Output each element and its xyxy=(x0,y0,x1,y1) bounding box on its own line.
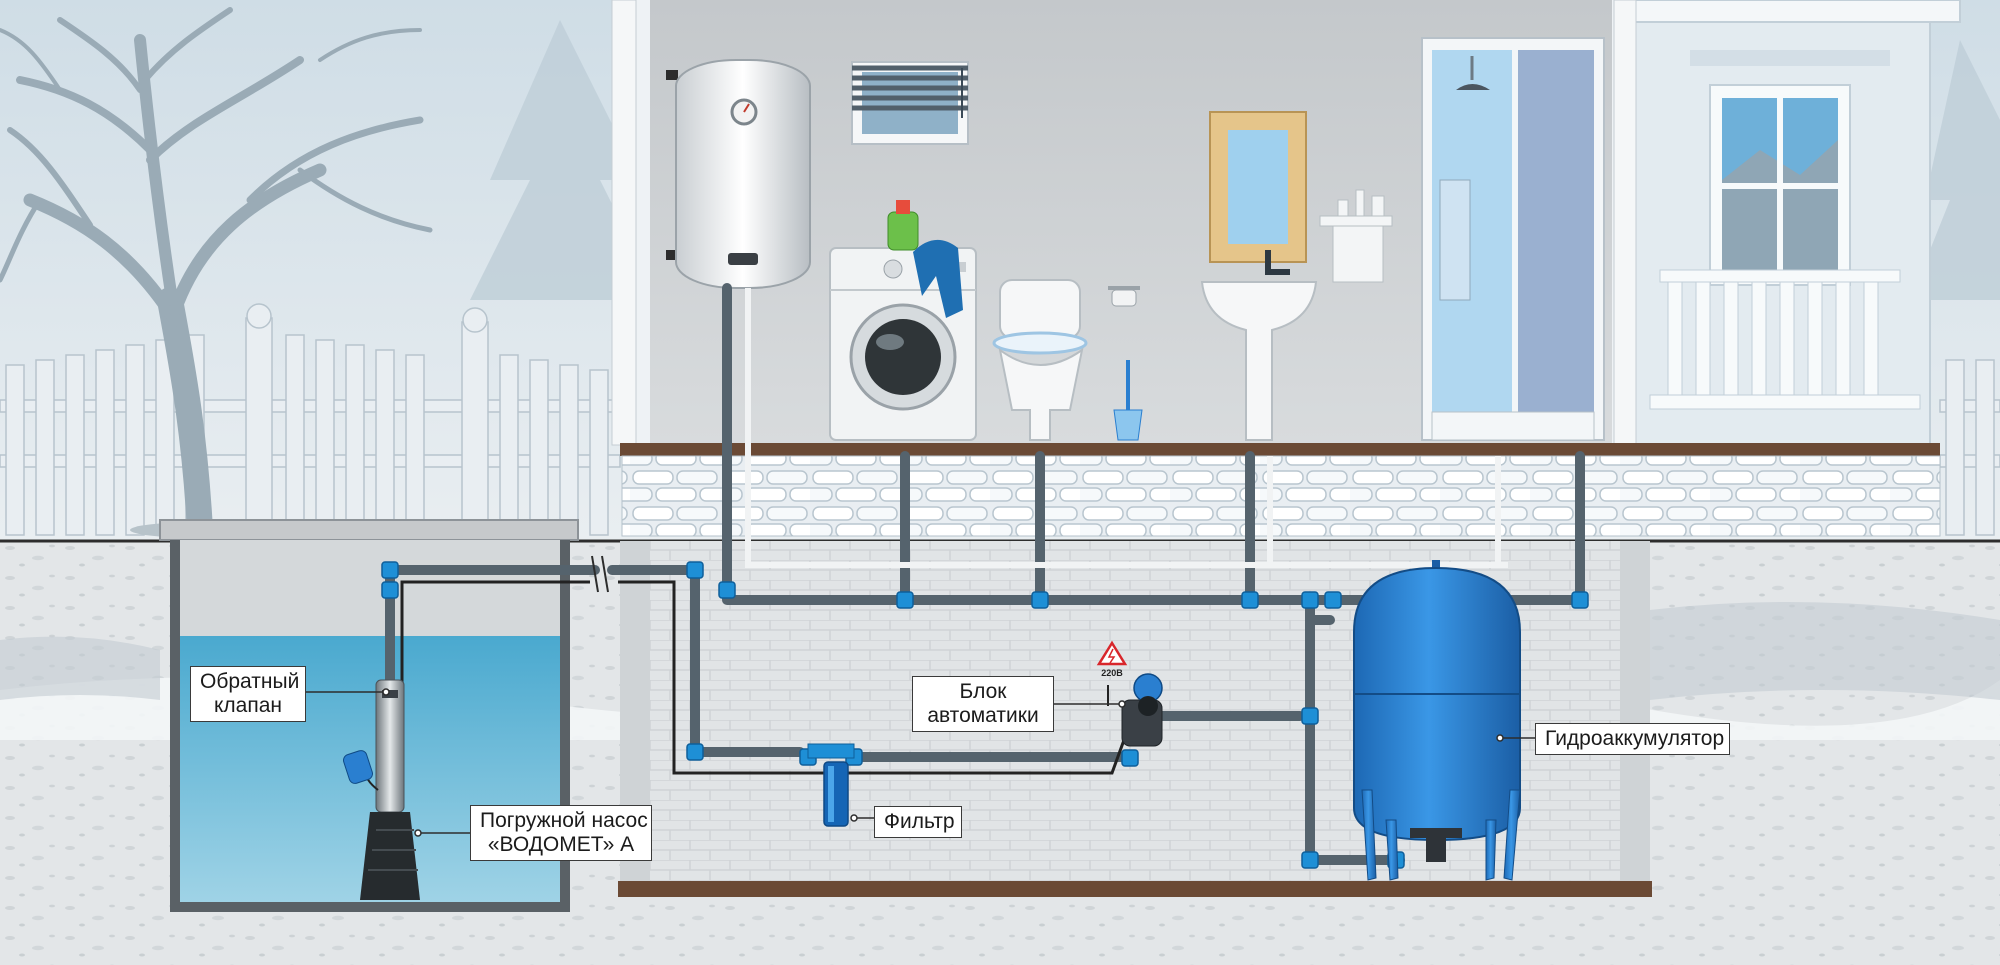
detergent-bottle-icon xyxy=(887,200,919,251)
toilet-brush-icon xyxy=(1113,360,1143,441)
voltage-label: 220В xyxy=(1101,668,1123,678)
float-switch-icon xyxy=(343,750,379,791)
pressure-switch-icon xyxy=(1107,673,1163,747)
check-valve-label: Обратный клапан xyxy=(190,666,306,722)
check-valve-label-line2: клапан xyxy=(213,694,282,717)
warning-sign-icon: 220В xyxy=(1096,640,1128,678)
basement-wall-right xyxy=(1620,541,1650,881)
automation-label-line1: Блок xyxy=(959,680,1007,703)
neighbour-house xyxy=(1629,0,1961,446)
accumulator-label: Гидроаккумулятор xyxy=(1535,723,1730,755)
window-blinds-icon xyxy=(851,61,969,145)
water-heater-icon xyxy=(666,59,811,289)
filter-label: Фильтр xyxy=(874,806,962,838)
pump-label: Погружной насос «ВОДОМЕТ» А xyxy=(470,805,652,861)
pump-label-line1: Погружной насос xyxy=(480,809,648,832)
bathroom-shelf-icon xyxy=(1319,189,1393,283)
washbasin-icon xyxy=(1200,250,1318,441)
accumulator-label-text: Гидроаккумулятор xyxy=(1545,727,1725,750)
pipe-break-mark xyxy=(591,555,609,593)
toilet-icon xyxy=(992,279,1088,441)
drain-pipes xyxy=(745,288,1508,568)
toilet-paper-icon xyxy=(1108,286,1140,307)
leader-lines xyxy=(306,688,1535,837)
shower-cabin-icon xyxy=(1421,37,1605,441)
filter-label-text: Фильтр xyxy=(884,810,955,833)
automation-label: Блок автоматики xyxy=(912,676,1054,732)
floor-beam xyxy=(620,443,1940,456)
check-valve-label-line1: Обратный xyxy=(200,670,300,693)
filter-icon xyxy=(807,743,855,827)
basement-floor xyxy=(618,881,1652,897)
mirror-icon xyxy=(1209,111,1307,263)
submersible-pump-icon xyxy=(360,679,420,900)
tree-icon xyxy=(0,7,433,543)
stone-foundation xyxy=(621,455,1941,537)
pump-label-line2: «ВОДОМЕТ» А xyxy=(487,833,635,856)
washing-machine-icon xyxy=(829,247,977,441)
towel-icon xyxy=(913,239,963,318)
automation-label-line2: автоматики xyxy=(927,704,1039,727)
accumulator-tank-icon xyxy=(1353,560,1521,881)
